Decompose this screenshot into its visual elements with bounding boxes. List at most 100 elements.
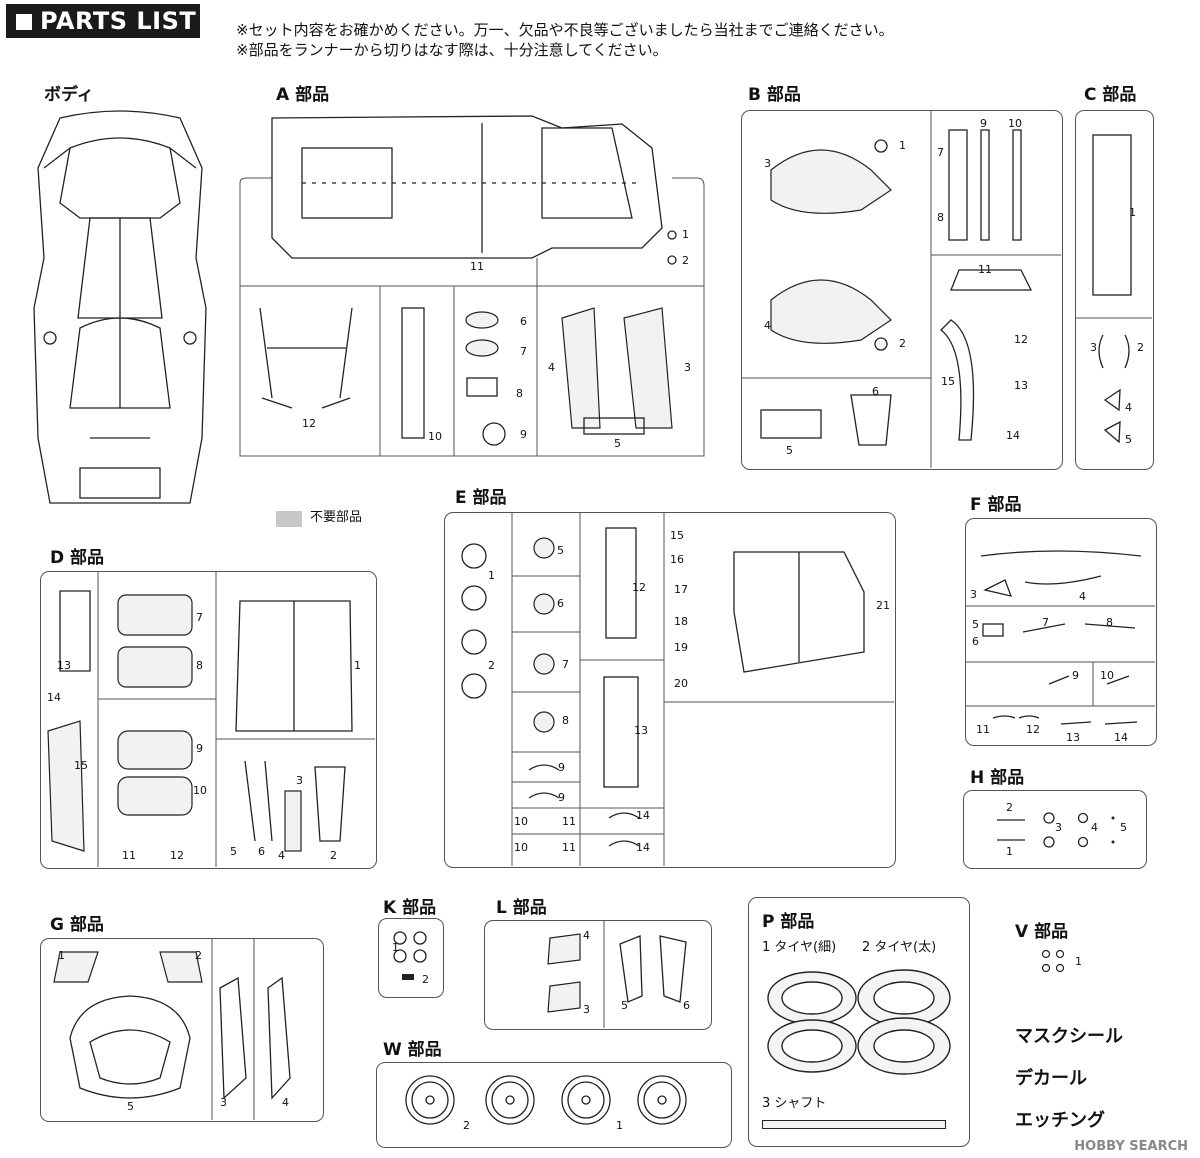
part-h-1: 1: [1006, 845, 1013, 858]
part-c-5: 5: [1125, 433, 1132, 446]
part-c-4: 4: [1125, 401, 1132, 414]
runner-f-parts: [965, 550, 1155, 725]
note-check-contents: ※セット内容をお確かめください。万一、欠品や不良等ございましたら当社までご連絡く…: [236, 21, 894, 39]
runner-d: [40, 571, 377, 869]
section-title-k: K 部品: [383, 898, 437, 918]
part-c-2: 2: [1137, 341, 1144, 354]
part-h-2: 2: [1006, 801, 1013, 814]
runner-e-parts: [461, 512, 894, 866]
part-e-19: 19: [674, 641, 688, 654]
part-a-2: 2: [682, 254, 689, 267]
part-a-10: 10: [428, 430, 442, 443]
part-d-6: 6: [258, 845, 265, 858]
unneeded-parts-swatch: [276, 511, 302, 527]
part-f-12: 12: [1026, 723, 1040, 736]
part-d-8: 8: [196, 659, 203, 672]
section-title-w: W 部品: [383, 1040, 442, 1060]
section-title-g: G 部品: [50, 915, 104, 935]
part-d-15: 15: [74, 759, 88, 772]
part-e-11b: 11: [562, 841, 576, 854]
part-e-9b: 9: [558, 791, 565, 804]
runner-d-parts: [47, 571, 375, 867]
part-b-6: 6: [872, 385, 879, 398]
part-c-3: 3: [1090, 341, 1097, 354]
part-b-5: 5: [786, 444, 793, 457]
part-a-12: 12: [302, 417, 316, 430]
part-g-4: 4: [282, 1096, 289, 1109]
runner-h: [963, 790, 1147, 869]
runner-k: [378, 918, 444, 998]
runner-g-parts: [53, 938, 291, 1120]
part-f-6: 6: [972, 635, 979, 648]
decal-label: デカール: [1015, 1068, 1087, 1089]
part-a-3: 3: [684, 361, 691, 374]
runner-k-parts: [393, 931, 427, 980]
part-b-13: 13: [1014, 379, 1028, 392]
runner-p-tires: [767, 969, 951, 1075]
runner-a-frame: [239, 115, 705, 457]
part-e-9a: 9: [558, 761, 565, 774]
runner-f: [965, 518, 1157, 746]
part-e-1: 1: [488, 569, 495, 582]
part-d-14: 14: [47, 691, 61, 704]
part-l-6: 6: [683, 999, 690, 1012]
section-title-body: ボディ: [44, 85, 94, 105]
section-title-p: P 部品: [762, 912, 815, 932]
part-f-4: 4: [1079, 590, 1086, 603]
part-f-13: 13: [1066, 731, 1080, 744]
part-d-2: 2: [330, 849, 337, 862]
part-f-10: 10: [1100, 669, 1114, 682]
part-l-5: 5: [621, 999, 628, 1012]
part-e-2: 2: [488, 659, 495, 672]
part-h-4: 4: [1091, 821, 1098, 834]
part-e-14a: 14: [636, 809, 650, 822]
watermark-logo: HOBBY SEARCH: [1074, 1139, 1188, 1154]
section-title-c: C 部品: [1084, 85, 1137, 105]
part-b-11: 11: [978, 263, 992, 276]
part-g-2: 2: [195, 949, 202, 962]
part-b-7: 7: [937, 146, 944, 159]
runner-c: [1075, 110, 1154, 470]
part-e-12: 12: [632, 581, 646, 594]
part-b-3: 3: [764, 157, 771, 170]
etching-label: エッチング: [1015, 1110, 1105, 1131]
part-e-10b: 10: [514, 841, 528, 854]
part-v-1: 1: [1075, 955, 1082, 968]
part-e-6: 6: [557, 597, 564, 610]
runner-l-parts: [547, 920, 687, 1028]
parts-list-header: PARTS LIST: [6, 4, 200, 38]
part-a-1: 1: [682, 228, 689, 241]
part-d-9: 9: [196, 742, 203, 755]
part-a-9: 9: [520, 428, 527, 441]
section-title-e: E 部品: [455, 488, 507, 508]
part-e-16: 16: [670, 553, 684, 566]
part-l-4: 4: [583, 929, 590, 942]
shaft-bar: [762, 1120, 946, 1129]
part-d-3: 3: [296, 774, 303, 787]
part-b-1: 1: [899, 139, 906, 152]
part-g-5: 5: [127, 1100, 134, 1113]
part-d-13: 13: [57, 659, 71, 672]
part-e-20: 20: [674, 677, 688, 690]
part-g-3: 3: [220, 1096, 227, 1109]
part-f-3: 3: [970, 588, 977, 601]
runner-c-parts: [1075, 134, 1152, 444]
part-l-3: 3: [583, 1003, 590, 1016]
part-e-17: 17: [674, 583, 688, 596]
part-f-9: 9: [1072, 669, 1079, 682]
part-e-8: 8: [562, 714, 569, 727]
part-b-10: 10: [1008, 117, 1022, 130]
part-a-8: 8: [516, 387, 523, 400]
tire-thin-label: 1 タイヤ(細): [762, 940, 837, 955]
part-f-11: 11: [976, 723, 990, 736]
runner-l: [484, 920, 712, 1030]
section-title-f: F 部品: [970, 495, 1022, 515]
part-d-1: 1: [354, 659, 361, 672]
part-b-2: 2: [899, 337, 906, 350]
part-d-4: 4: [278, 849, 285, 862]
part-e-18: 18: [674, 615, 688, 628]
runner-v-parts: [1041, 949, 1065, 973]
part-b-14: 14: [1006, 429, 1020, 442]
shaft-label: 3 シャフト: [762, 1096, 827, 1111]
part-a-5: 5: [614, 437, 621, 450]
